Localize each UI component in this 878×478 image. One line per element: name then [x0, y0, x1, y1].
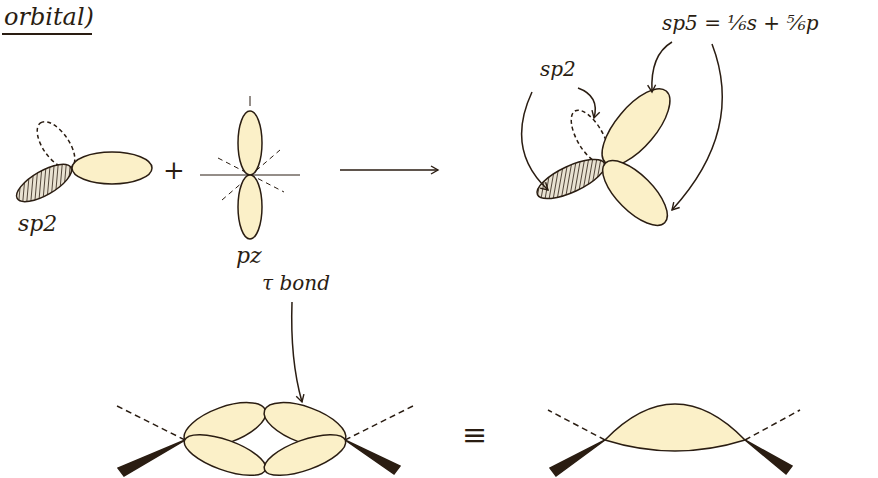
orbital-stroke: [672, 44, 722, 210]
orbital-stroke: [593, 151, 678, 236]
orbital-stroke: [238, 111, 262, 175]
orbital-stroke: [259, 426, 350, 478]
orbital-stroke: [292, 302, 302, 402]
orbital-stroke: [745, 410, 800, 440]
orbital-label: sp2: [18, 212, 57, 236]
plus-sign: +: [163, 156, 185, 185]
orbital-stroke: [179, 426, 270, 478]
heading: orbital): [4, 4, 94, 30]
orbital-stroke: [532, 152, 610, 207]
orbital-label: pz: [236, 244, 262, 268]
orbital-stroke: [548, 410, 605, 440]
orbital-stroke: [72, 152, 152, 184]
orbital-stroke: [345, 405, 415, 440]
orbital-stroke: [238, 175, 262, 239]
orbital-stroke: [2, 34, 800, 478]
orbital-stroke: [590, 78, 681, 176]
orbital-stroke: [11, 157, 77, 209]
orbital-stroke: [115, 405, 185, 440]
orbital-stroke: [340, 169, 438, 171]
hybrid-formula: sp5 = ⅙s + ⅚p: [662, 12, 819, 34]
orbital-stroke: [652, 42, 672, 92]
orbital-stroke: [605, 404, 745, 451]
orbital-stroke: [250, 96, 251, 106]
orbital-stroke: [745, 440, 792, 474]
orbital-stroke: [345, 440, 400, 474]
orbital-stroke: [550, 440, 605, 476]
equivalence-sign: ≡: [462, 418, 487, 451]
orbital-stroke: [118, 440, 185, 476]
orbital-stroke: [522, 92, 548, 190]
bond-label: τ bond: [262, 272, 330, 294]
orbital-label: sp2: [540, 58, 576, 80]
orbital-stroke: [578, 88, 595, 118]
orbital-stroke: [2, 33, 92, 35]
